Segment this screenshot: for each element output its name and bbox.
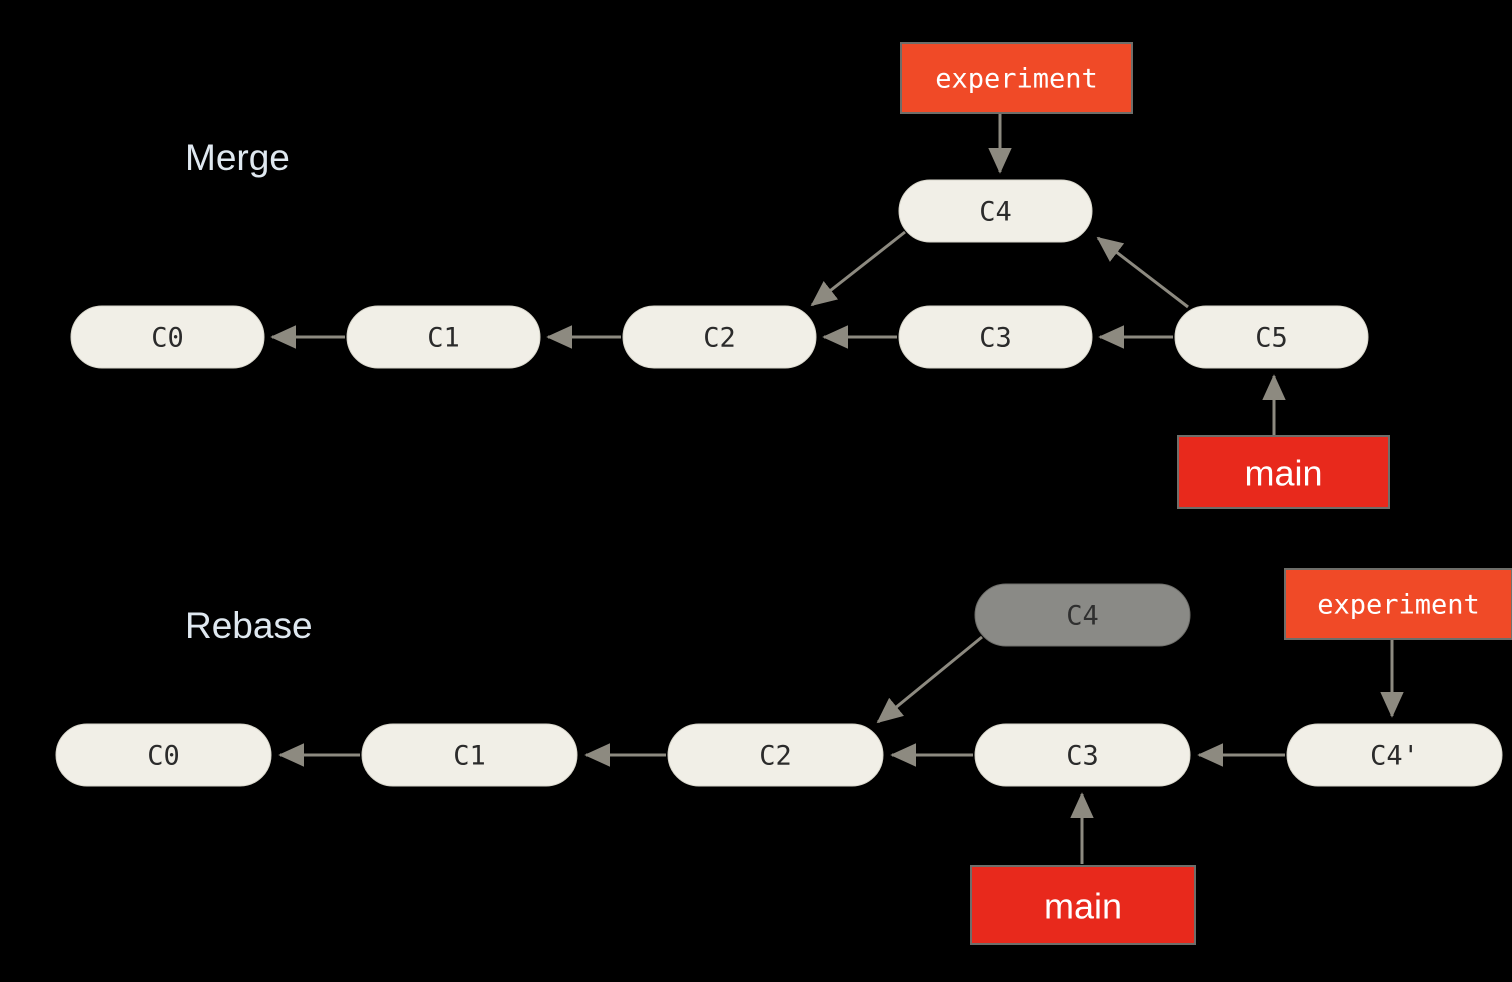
commit-node-rebase-c2[interactable]: C2: [667, 723, 884, 787]
branch-tag-merge-main[interactable]: main: [1177, 435, 1390, 509]
commit-label-rebase-c4p: C4': [1370, 741, 1419, 772]
commit-label-merge-c3: C3: [979, 323, 1012, 354]
branch-tag-box-rebase-experiment: [1284, 568, 1512, 640]
commit-pill-rebase-c3: [974, 723, 1191, 787]
commit-label-merge-c4: C4: [979, 197, 1012, 228]
branch-tag-label-merge-experiment: experiment: [935, 64, 1098, 95]
commit-node-rebase-c3[interactable]: C3: [974, 723, 1191, 787]
edges-layer: [270, 114, 1404, 864]
commit-pill-merge-c2: [622, 305, 817, 369]
commit-label-merge-c5: C5: [1255, 323, 1288, 354]
branch-tag-rebase-main[interactable]: main: [970, 865, 1196, 945]
commit-node-rebase-c4[interactable]: C4: [974, 583, 1191, 647]
branch-tag-merge-experiment[interactable]: experiment: [900, 42, 1133, 114]
branch-tag-box-merge-main: [1177, 435, 1390, 509]
branch-tag-box-merge-experiment: [900, 42, 1133, 114]
branch-tag-rebase-experiment[interactable]: experiment: [1284, 568, 1512, 640]
commit-label-merge-c0: C0: [151, 323, 184, 354]
commit-label-rebase-c1: C1: [453, 741, 486, 772]
commit-pill-rebase-c1: [361, 723, 578, 787]
branch-tag-box-rebase-main: [970, 865, 1196, 945]
commit-node-merge-c5[interactable]: C5: [1174, 305, 1369, 369]
commit-node-rebase-c1[interactable]: C1: [361, 723, 578, 787]
commit-label-merge-c2: C2: [703, 323, 736, 354]
edge-merge-c4-to-merge-c2: [810, 230, 906, 307]
tags-layer: experiment main experiment main: [900, 42, 1512, 945]
commit-node-merge-c3[interactable]: C3: [898, 305, 1093, 369]
commit-node-merge-c4[interactable]: C4: [898, 179, 1093, 243]
commit-pill-merge-c5: [1174, 305, 1369, 369]
commit-node-merge-c2[interactable]: C2: [622, 305, 817, 369]
branch-tag-label-merge-main: main: [1244, 453, 1322, 494]
commit-label-merge-c1: C1: [427, 323, 460, 354]
commit-node-merge-c0[interactable]: C0: [70, 305, 265, 369]
commit-pill-merge-c1: [346, 305, 541, 369]
edge-rebase-c4-to-rebase-c2: [876, 635, 983, 724]
commit-label-rebase-c3: C3: [1066, 741, 1099, 772]
commit-label-rebase-c4: C4: [1066, 601, 1099, 632]
commit-pill-rebase-c4: [974, 583, 1191, 647]
commit-node-rebase-c0[interactable]: C0: [55, 723, 272, 787]
commit-pill-merge-c4: [898, 179, 1093, 243]
commit-pill-merge-c0: [70, 305, 265, 369]
branch-tag-label-rebase-experiment: experiment: [1317, 590, 1480, 621]
edge-merge-c5-to-merge-c4: [1096, 236, 1189, 309]
commit-pill-rebase-c2: [667, 723, 884, 787]
commit-label-rebase-c0: C0: [147, 741, 180, 772]
section-title-rebase: Rebase: [185, 605, 313, 646]
commit-node-rebase-c4p[interactable]: C4': [1286, 723, 1503, 787]
commit-label-rebase-c2: C2: [759, 741, 792, 772]
branch-tag-label-rebase-main: main: [1044, 886, 1122, 927]
commit-node-merge-c1[interactable]: C1: [346, 305, 541, 369]
commit-pill-rebase-c0: [55, 723, 272, 787]
section-title-merge: Merge: [185, 137, 290, 178]
commit-pill-rebase-c4p: [1286, 723, 1503, 787]
commit-pill-merge-c3: [898, 305, 1093, 369]
